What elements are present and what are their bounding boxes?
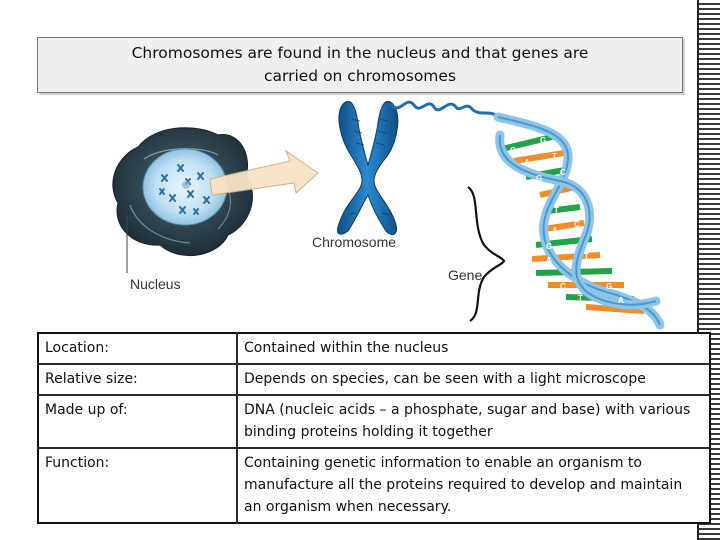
- svg-text:C: C: [560, 282, 566, 291]
- svg-text:G: G: [606, 282, 612, 291]
- row-value: DNA (nucleic acids – a phosphate, sugar …: [237, 394, 710, 448]
- svg-text:A: A: [546, 256, 552, 265]
- table-row: Made up of: DNA (nucleic acids – a phosp…: [38, 394, 710, 448]
- row-key: Relative size:: [38, 363, 238, 395]
- nucleus-label: Nucleus: [130, 276, 181, 292]
- chromosome-diagram: Nucleus Chromosome C: [112, 100, 665, 330]
- svg-text:C: C: [560, 168, 566, 177]
- svg-text:G: G: [540, 136, 546, 145]
- svg-text:G: G: [536, 174, 542, 183]
- row-value: Contained within the nucleus: [244, 340, 449, 356]
- chromosome-label: Chromosome: [312, 234, 396, 250]
- table-row: Function: Containing genetic information…: [38, 447, 710, 523]
- base-letters: C G A T G C T A C G A T C G T A: [510, 136, 624, 305]
- gene-label: Gene: [448, 267, 482, 283]
- cell-icon: [112, 127, 253, 257]
- row-key: Location:: [38, 333, 238, 364]
- info-table: Location: Contained within the nucleus R…: [37, 332, 711, 524]
- dna-thread: [390, 100, 500, 119]
- svg-text:A: A: [618, 296, 624, 305]
- arrow-icon: [209, 149, 319, 196]
- svg-text:C: C: [574, 220, 580, 229]
- row-key: Function:: [38, 447, 238, 523]
- svg-text:T: T: [554, 206, 559, 215]
- row-key: Made up of:: [38, 394, 238, 448]
- slide-title: Chromosomes are found in the nucleus and…: [131, 44, 589, 85]
- svg-text:T: T: [584, 252, 589, 261]
- chromosome-icon: [337, 101, 399, 235]
- dna-helix-icon: C G A T G C T A C G A T C G T A: [493, 112, 665, 330]
- row-value: Depends on species, can be seen with a l…: [237, 363, 710, 395]
- svg-text:C: C: [510, 146, 516, 155]
- table-row: Location: Contained within the nucleus: [38, 333, 710, 364]
- gene-bracket: [467, 186, 506, 322]
- nucleus-chromosomes: [159, 164, 210, 215]
- svg-text:A: A: [552, 226, 558, 235]
- table-row: Relative size: Depends on species, can b…: [38, 363, 710, 395]
- svg-text:G: G: [546, 242, 552, 251]
- svg-text:T: T: [578, 294, 583, 303]
- title-box: Chromosomes are found in the nucleus and…: [37, 37, 683, 93]
- row-value: Containing genetic information to enable…: [237, 447, 710, 523]
- svg-text:T: T: [552, 152, 557, 161]
- svg-text:A: A: [524, 158, 530, 167]
